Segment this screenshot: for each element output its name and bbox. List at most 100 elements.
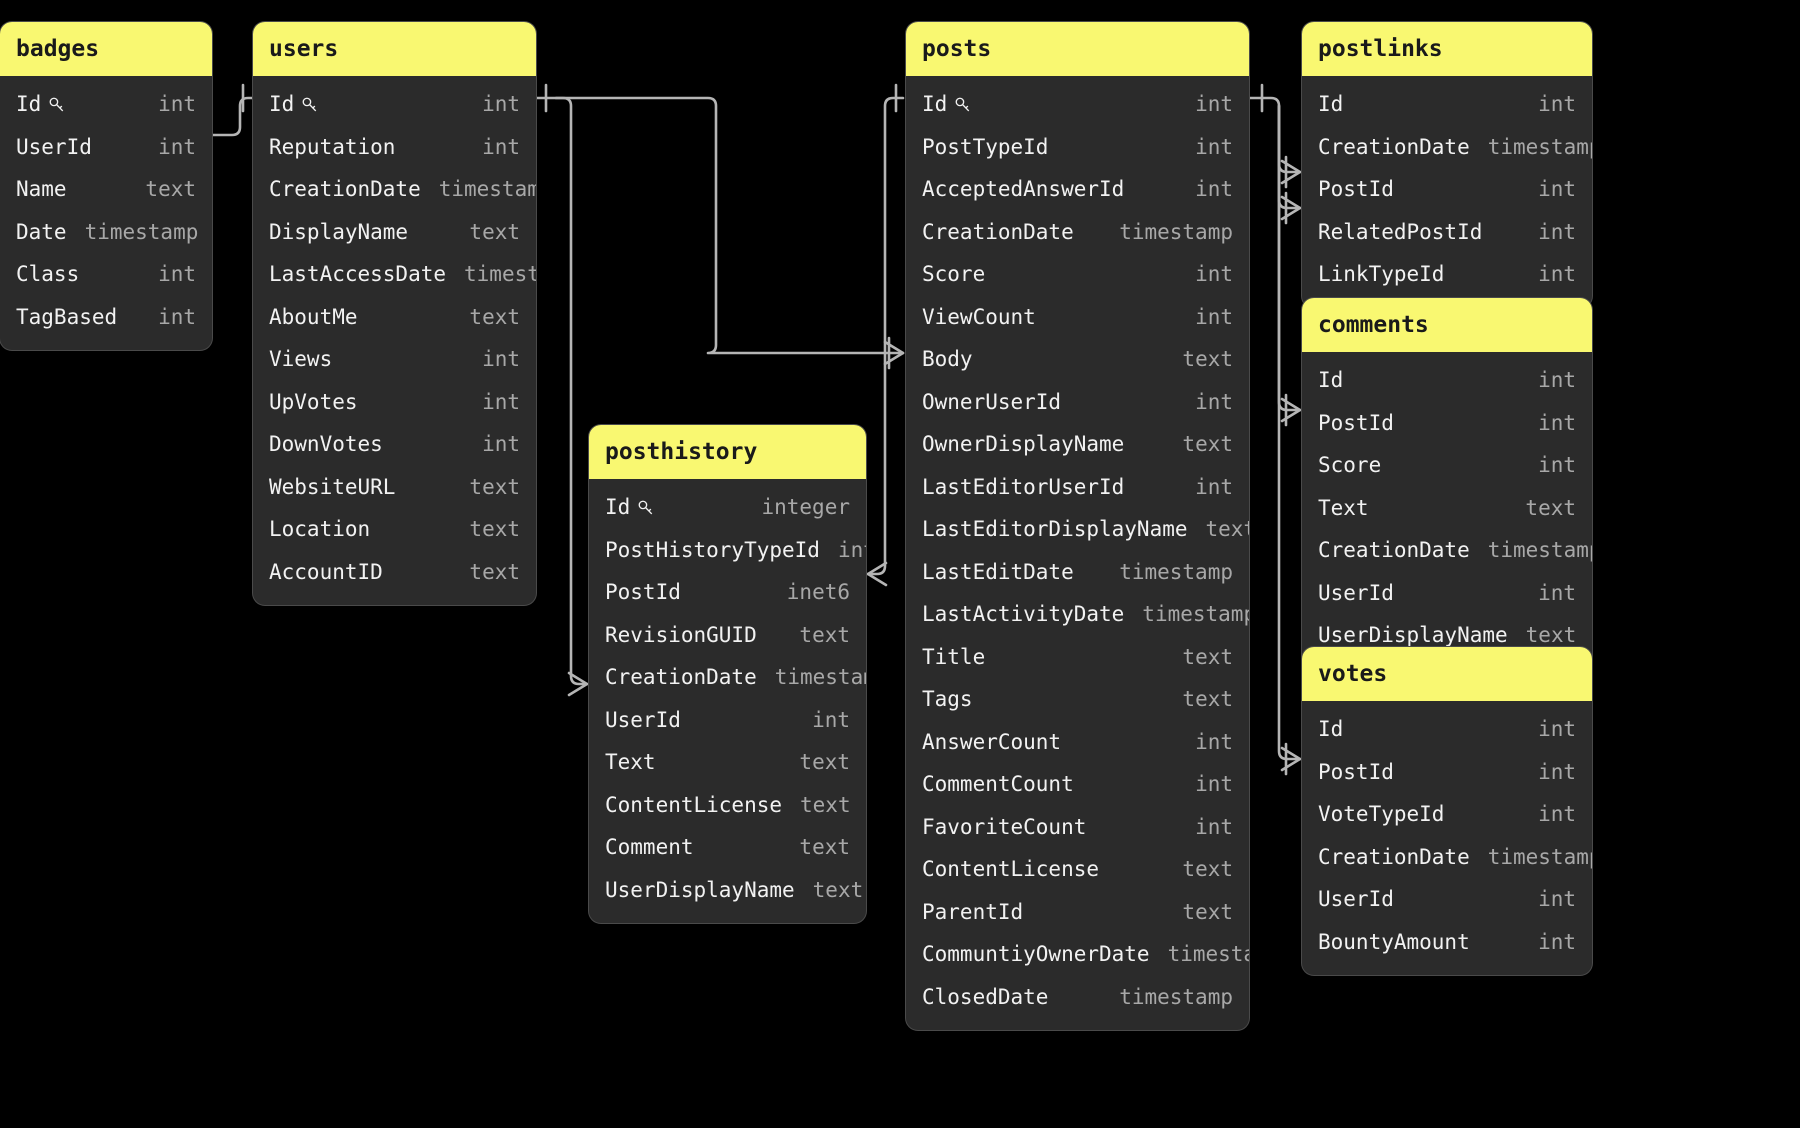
table-card-posthistory[interactable]: posthistoryIdintegerPostHistoryTypeIdint… [589,425,866,923]
field-row[interactable]: LastAccessDatetimestamp [253,253,536,296]
field-label: Date [16,219,67,244]
field-label: AboutMe [269,304,358,329]
field-name: Id [922,92,972,116]
field-row[interactable]: CommuntiyOwnerDatetimestamp [906,933,1249,976]
field-type: text [1182,644,1233,669]
field-name: TagBased [16,305,117,329]
field-label: UserId [1318,580,1394,605]
field-label: ViewCount [922,304,1036,329]
field-row[interactable]: PostHistoryTypeIdint [589,529,866,572]
field-name: PostId [605,580,681,604]
field-label: PostId [605,580,681,605]
field-name: PostId [1318,177,1394,201]
field-name: ClosedDate [922,985,1048,1009]
field-type: int [482,389,520,414]
edge-posts-users [534,83,905,370]
field-label: TagBased [16,304,118,329]
table-fields-posthistory: IdintegerPostHistoryTypeIdintPostIdinet6… [589,479,866,923]
field-type: timestamp [1142,602,1249,627]
edge-comments-posts [1277,104,1302,427]
field-row[interactable]: LastEditorDisplayNametext [906,508,1249,551]
field-type: text [469,517,520,542]
field-label: PostTypeId [922,134,1049,159]
table-title-posts: posts [906,22,1249,76]
field-type: timestamp [1487,844,1592,869]
field-type: int [1538,717,1576,742]
field-type: text [799,750,850,775]
field-label: ClosedDate [922,984,1049,1009]
